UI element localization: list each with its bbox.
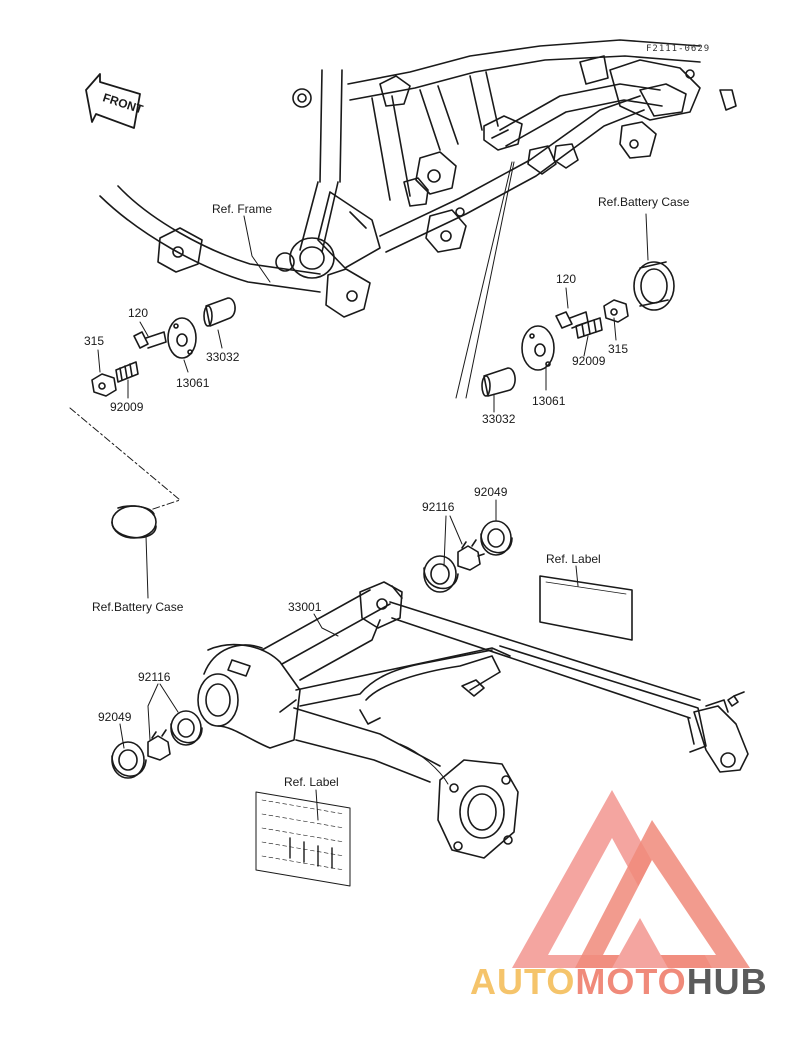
watermark-part-auto: AUTO [470,961,576,1002]
watermark-part-hub: HUB [686,961,768,1002]
label-part-92116-bottom: 92116 [138,670,171,684]
label-part-92116-top: 92116 [422,500,455,514]
battery-case-cap [111,505,157,539]
frame-illustration [99,39,737,318]
label-part-120-left: 120 [128,306,149,320]
front-arrow-icon: FRONT [85,73,145,129]
leader-lines [69,161,649,821]
label-ref-label-right: Ref. Label [546,552,601,566]
left-mount-hardware [91,297,236,397]
label-part-92049-bottom: 92049 [98,710,132,724]
watermark-logo [512,790,750,968]
ref-label-boxes [255,575,633,887]
label-ref-label-bottom: Ref. Label [284,775,339,789]
label-part-92049-top: 92049 [474,485,508,499]
pivot-bearings-left [111,710,203,779]
label-part-120-right: 120 [556,272,577,286]
label-part-33032-left: 33032 [206,350,240,364]
label-part-315-left: 315 [84,334,105,348]
label-ref-battery-case-left: Ref.Battery Case [92,600,184,614]
label-part-92009-right: 92009 [572,354,606,368]
label-part-13061-left: 13061 [176,376,210,390]
label-ref-battery-case-top: Ref.Battery Case [598,195,690,209]
label-part-92009-left: 92009 [110,400,144,414]
label-part-13061-right: 13061 [532,394,566,408]
label-ref-frame: Ref. Frame [212,202,273,216]
label-part-33001: 33001 [288,600,322,614]
diagram-code: F2111-0629 [646,44,711,54]
watermark-part-moto: MOTO [575,961,687,1002]
pivot-bearings-right [423,520,513,593]
label-part-33032-right: 33032 [482,412,516,426]
swingarm-illustration [197,581,749,859]
watermark-text: AUTOMOTOHUB [470,962,768,1002]
right-mount-hardware [481,261,675,397]
label-part-315-right: 315 [608,342,629,356]
